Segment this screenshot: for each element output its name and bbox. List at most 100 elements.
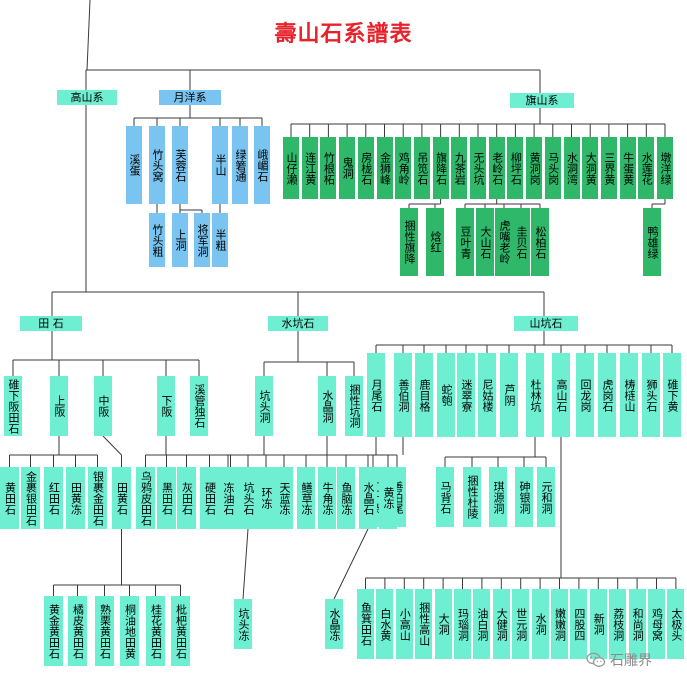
node-label: 琪源洞 <box>492 480 505 514</box>
node-label: 桐油地田黄 <box>123 603 137 659</box>
node-wa7: 鱼脑冻 <box>337 467 355 529</box>
node-label: 竹根柘 <box>322 151 336 185</box>
node-label: 连江黄 <box>303 151 317 185</box>
node-label: 鱼箕田石 <box>359 602 373 646</box>
node-qs12c: 虎嘴老岭 <box>495 208 513 276</box>
node-label: 竹头窝 <box>151 148 164 182</box>
node-m3: 山坑石 <box>514 316 578 331</box>
node-sc14: 荔枝洞 <box>609 589 627 659</box>
node-label: 世元洞 <box>514 607 528 641</box>
node-wa8: 水晶石 <box>359 467 377 529</box>
node-f7: 乌鸦皮田石 <box>136 467 155 529</box>
node-qs14: 黄洞岗 <box>526 137 543 199</box>
node-s4: 蛇匏 <box>437 353 455 437</box>
node-label: 银裹金田石 <box>91 470 105 526</box>
connector <box>333 528 369 600</box>
node-label: 水晶冻 <box>328 607 341 641</box>
node-label: 碓下阪田石 <box>7 378 20 434</box>
node-yy6: 峨嵋石 <box>254 126 270 204</box>
node-label: 柳坪石 <box>509 151 523 185</box>
node-label: 虎嘴老岭 <box>498 220 511 264</box>
node-s3: 鹿目格 <box>415 353 433 437</box>
node-wa6: 牛角冻 <box>318 467 336 529</box>
wechat-icon <box>586 652 606 667</box>
node-s2: 善伯洞 <box>394 353 412 437</box>
node-yy3: 芙蓉石 <box>172 126 188 204</box>
node-m2: 水坑石 <box>268 316 328 331</box>
node-label: 橘皮黄田石 <box>71 603 85 659</box>
node-label: 上洞 <box>174 229 187 251</box>
node-qs9: 旗降石 <box>432 137 449 199</box>
node-label: 大洞 <box>437 613 451 635</box>
node-s1: 月尾石 <box>367 353 385 437</box>
node-label: 白水黄 <box>378 607 392 641</box>
node-label: 将军洞 <box>196 223 209 257</box>
node-qs4: 鬼洞 <box>339 137 356 199</box>
node-qs9a: 捆性旗降 <box>400 208 418 276</box>
node-label: 捆性旗降 <box>403 220 416 264</box>
node-sc1: 鱼箕田石 <box>357 589 374 659</box>
node-w3: 捆性坑洞 <box>345 376 363 436</box>
node-sc9: 世元洞 <box>512 589 530 659</box>
node-label: 鬼洞 <box>341 157 355 179</box>
node-label: 芙蓉石 <box>174 148 187 182</box>
node-f6: 田黄石 <box>112 467 131 529</box>
node-label: 碓下黄 <box>666 378 679 412</box>
node-s9: 高山石 <box>552 353 570 437</box>
node-label: 高山石 <box>555 378 568 412</box>
node-sc7: 油白洞 <box>473 589 491 659</box>
node-sc16: 鸡母窝 <box>648 589 665 659</box>
node-label: 老岭石 <box>490 151 504 185</box>
node-sb4: 砷银洞 <box>515 467 533 527</box>
node-label: 大健洞 <box>495 607 509 641</box>
watermark: 石雕界 <box>586 648 681 672</box>
node-s11: 虎岗石 <box>598 353 616 437</box>
node-label: 鸭雄绿 <box>646 225 659 259</box>
node-label: 墩洋绿 <box>659 151 672 185</box>
node-sb3: 琪源洞 <box>489 467 507 527</box>
node-label: 溪管独石 <box>193 384 206 428</box>
node-t3: 中阪 <box>94 376 112 436</box>
node-g2: 橘皮黄田石 <box>68 596 87 666</box>
node-f9: 灰田石 <box>177 467 196 529</box>
node-wa2: 坑头石 <box>239 467 257 529</box>
node-label: 灰田石 <box>180 481 194 515</box>
node-label: 太极头 <box>669 607 683 641</box>
node-label: 豆叶青 <box>459 225 472 259</box>
node-f5: 银裹金田石 <box>88 467 107 529</box>
node-sb2: 捆性杜陵 <box>463 467 481 527</box>
node-label: 鸡母窝 <box>650 607 664 641</box>
node-qs6: 金狮峰 <box>376 137 393 199</box>
node-label: 捆性杜陵 <box>466 475 479 519</box>
node-label: 新洞 <box>592 613 606 635</box>
node-g3: 熟栗黄田石 <box>95 596 114 666</box>
node-label: 溪蛋 <box>128 154 141 176</box>
node-sc6: 玛瑙洞 <box>454 589 471 659</box>
node-g1: 黄金黄田石 <box>44 596 63 666</box>
connector <box>86 0 91 71</box>
node-qs1: 山仔濑 <box>283 137 299 199</box>
node-label: 田黄石 <box>115 481 129 515</box>
node-label: 黄冻 <box>382 487 395 509</box>
node-label: 黄金黄田石 <box>47 603 61 659</box>
node-label: 黄田石 <box>3 481 17 515</box>
node-s7: 芦阴 <box>500 353 518 437</box>
node-yy1: 溪蛋 <box>126 126 142 204</box>
node-label: 马头岗 <box>546 151 560 185</box>
node-label: 峨嵋石 <box>256 148 269 182</box>
node-s12: 梼梿山 <box>620 353 638 437</box>
node-qs12: 老岭石 <box>488 137 505 199</box>
node-label: 中阪 <box>97 395 110 417</box>
node-label: 松柏石 <box>534 225 547 259</box>
node-yy2a: 竹头粗 <box>149 213 165 267</box>
node-s6: 尼姑楼 <box>478 353 496 437</box>
node-qs21a: 鸭雄绿 <box>643 208 661 276</box>
node-label: 迷翠寮 <box>460 378 473 412</box>
node-g5: 桂花黄田石 <box>146 596 165 666</box>
node-label: 善伯洞 <box>397 378 410 412</box>
node-label: 坑头冻 <box>237 607 250 641</box>
node-yy3b: 将军洞 <box>194 213 210 267</box>
node-f3: 红田石 <box>44 467 63 529</box>
watermark-text: 石雕界 <box>610 653 652 669</box>
